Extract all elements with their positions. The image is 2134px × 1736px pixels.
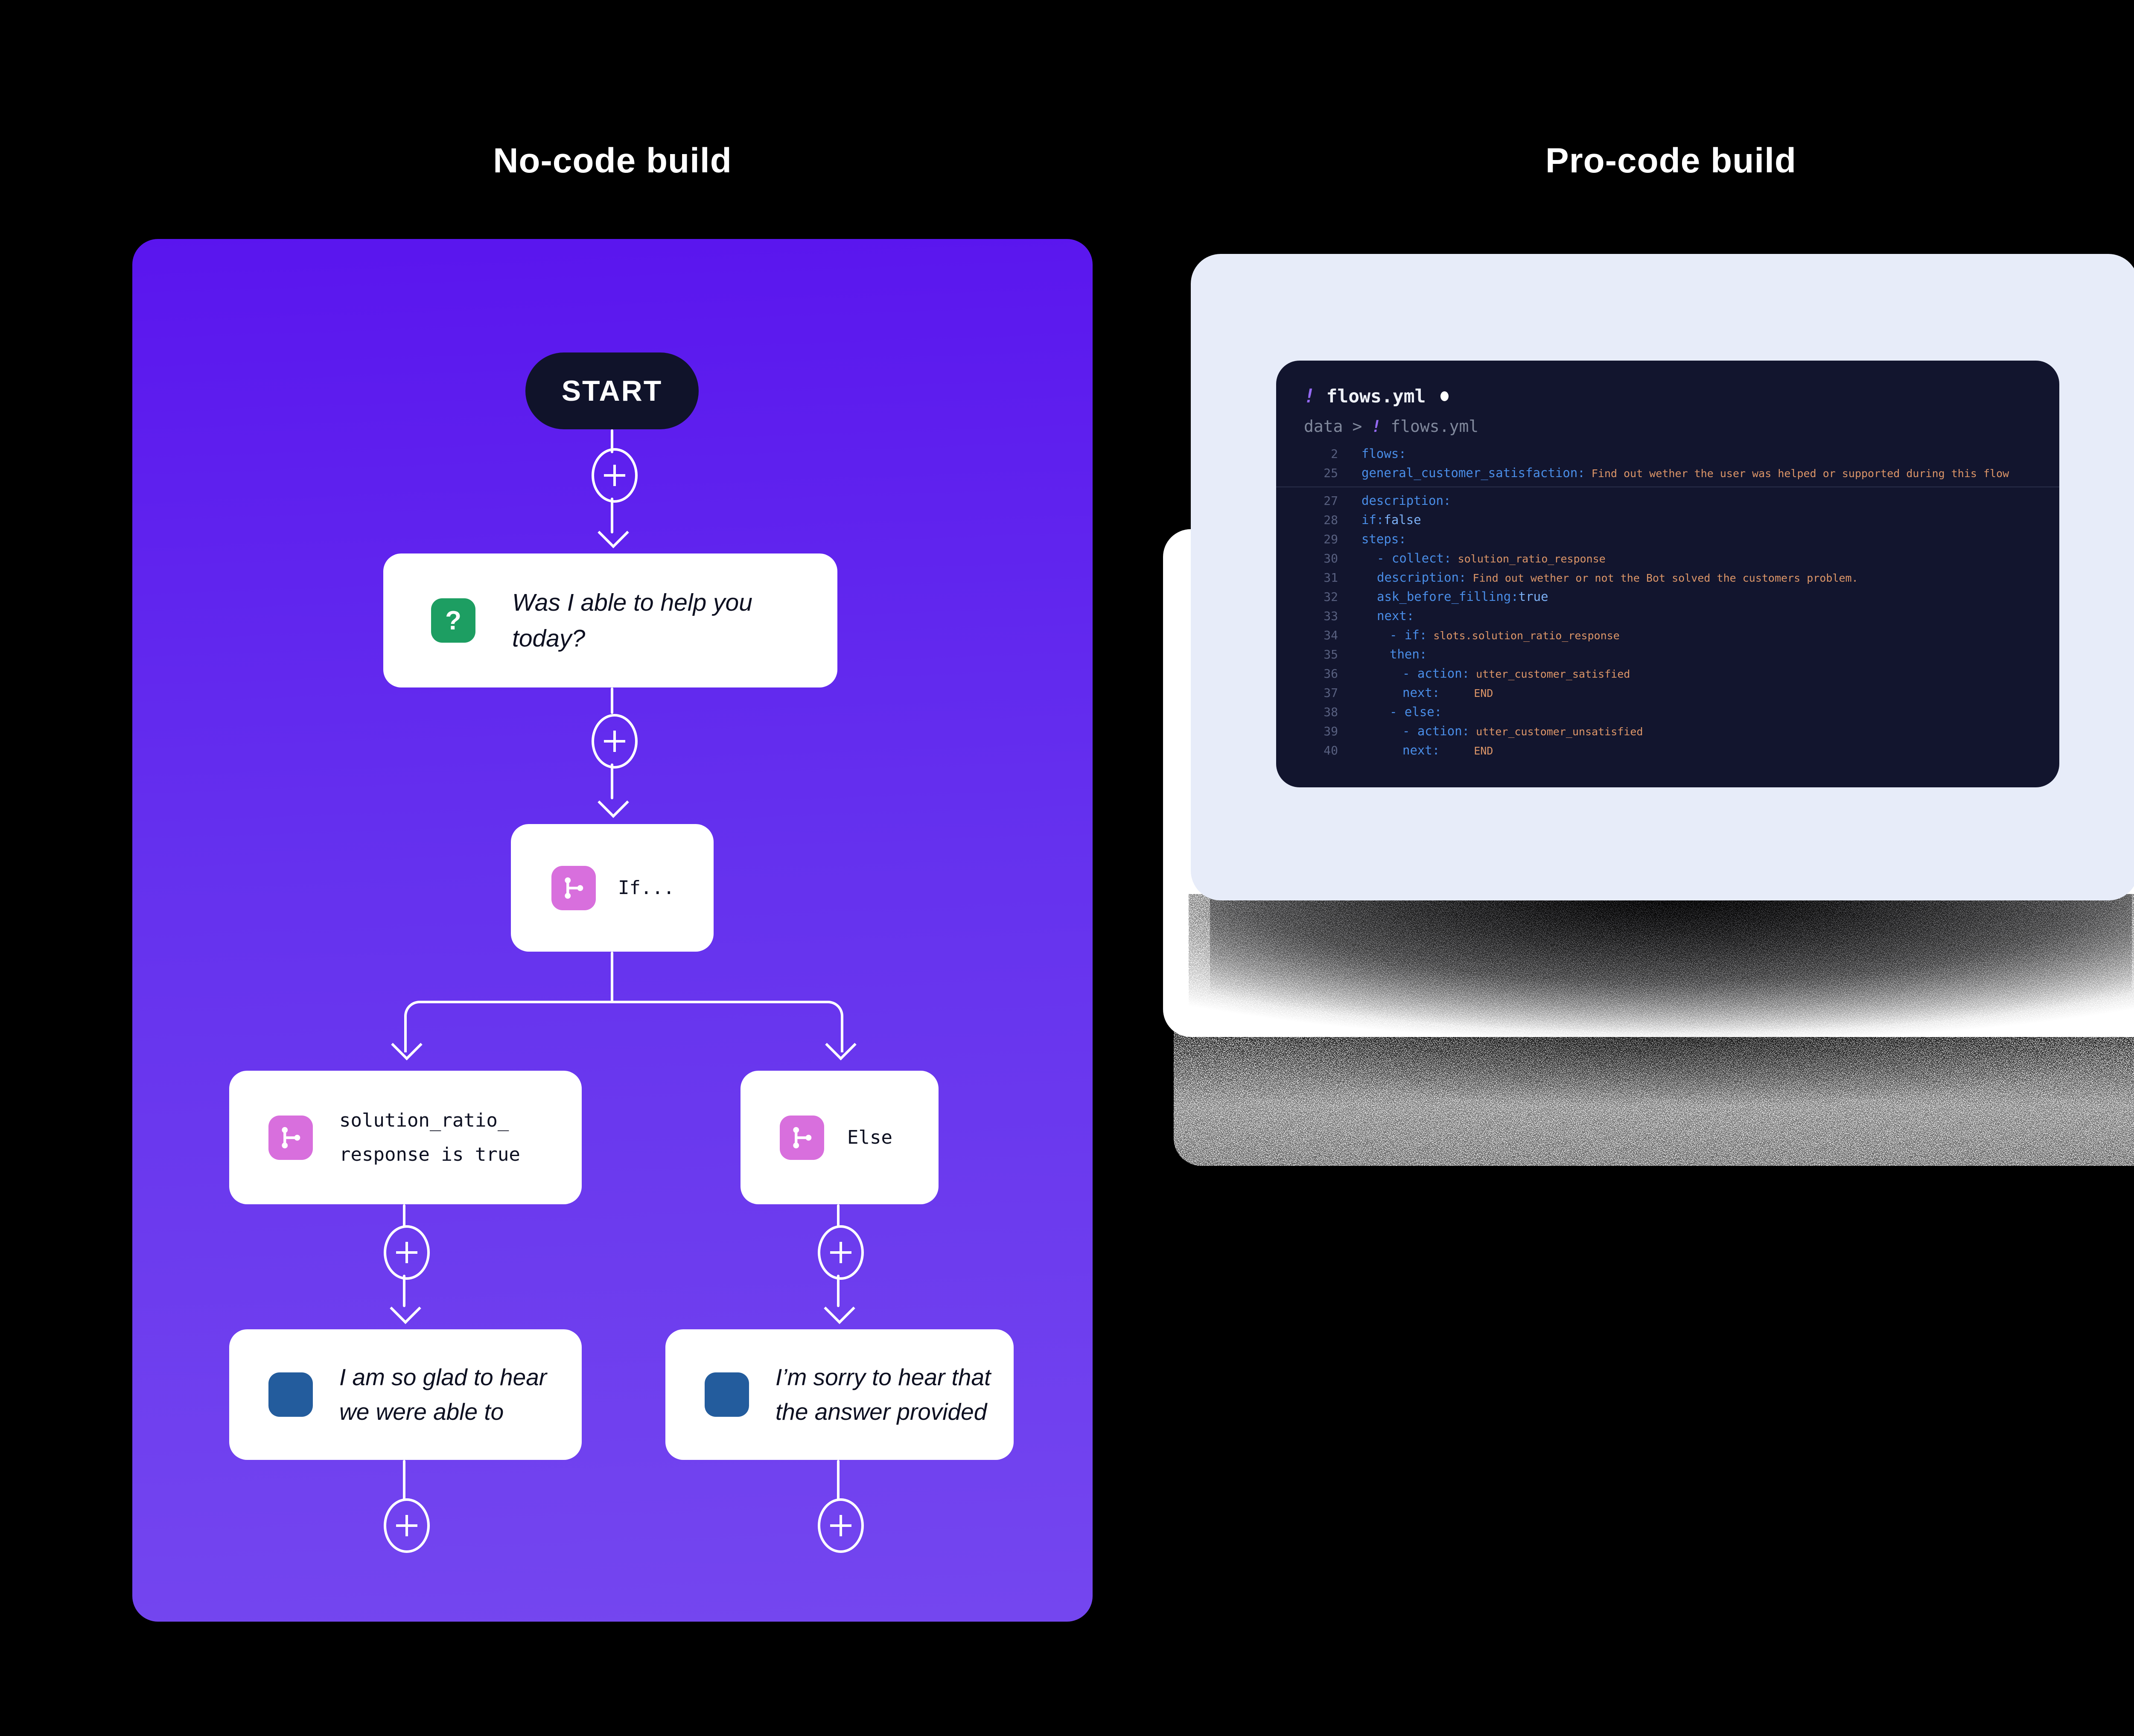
grain-texture bbox=[1189, 894, 2134, 1037]
line-number: 35 bbox=[1324, 647, 1338, 661]
line-number: 33 bbox=[1324, 609, 1338, 623]
connector-line bbox=[611, 498, 613, 533]
add-step-button[interactable] bbox=[384, 1498, 430, 1553]
breadcrumb-file: flows.yml bbox=[1391, 417, 1479, 436]
branch-icon bbox=[780, 1115, 824, 1160]
message-else-node[interactable]: I’m sorry to hear that the answer provid… bbox=[665, 1329, 1014, 1460]
grain-texture bbox=[1174, 1031, 2134, 1166]
condition-true-text: solution_ratio_ response is true bbox=[339, 1110, 520, 1165]
line-number: 31 bbox=[1324, 571, 1338, 585]
editor-tab[interactable]: ! flows.yml bbox=[1304, 385, 1449, 407]
line-number: 39 bbox=[1324, 724, 1338, 738]
line-number: 27 bbox=[1324, 494, 1338, 508]
start-node-label: START bbox=[561, 375, 663, 407]
modified-dot-icon bbox=[1440, 391, 1449, 401]
connector-line bbox=[837, 1275, 840, 1307]
message-true-node[interactable]: I am so glad to hear we were able to bbox=[229, 1329, 582, 1460]
line-number: 28 bbox=[1324, 513, 1338, 527]
message-else-text: I’m sorry to hear that the answer provid… bbox=[775, 1363, 991, 1425]
message-true-text: I am so glad to hear we were able to bbox=[339, 1363, 547, 1425]
connector-line bbox=[837, 1204, 840, 1228]
connector-line bbox=[403, 1460, 405, 1500]
right-column-title: Pro-code build bbox=[1545, 141, 1796, 180]
line-number: 32 bbox=[1324, 590, 1338, 604]
add-step-button[interactable] bbox=[384, 1225, 430, 1280]
line-number: 37 bbox=[1324, 686, 1338, 700]
breadcrumb-root: data bbox=[1304, 417, 1343, 436]
connector-line bbox=[837, 1460, 840, 1500]
add-step-button[interactable] bbox=[818, 1498, 864, 1553]
if-node-text: If... bbox=[618, 877, 675, 899]
code-line: 30- collect: solution_ratio_response bbox=[1276, 549, 2059, 568]
line-number: 36 bbox=[1324, 667, 1338, 681]
arrow-down-icon bbox=[598, 786, 629, 818]
flow-builder-canvas: START ? Was I able to help you today? If… bbox=[132, 239, 1093, 1622]
yaml-file-icon: ! bbox=[1371, 417, 1382, 436]
arrow-down-icon bbox=[598, 517, 629, 548]
condition-true-node[interactable]: solution_ratio_ response is true bbox=[229, 1071, 582, 1204]
if-node[interactable]: If... bbox=[511, 824, 714, 952]
condition-else-text: Else bbox=[847, 1126, 892, 1148]
arrow-down-icon bbox=[824, 1293, 855, 1324]
line-number: 2 bbox=[1331, 447, 1338, 461]
message-icon bbox=[705, 1372, 749, 1417]
add-step-button[interactable] bbox=[818, 1225, 864, 1280]
connector-line bbox=[403, 1275, 405, 1307]
line-number: 30 bbox=[1324, 551, 1338, 565]
connector-line bbox=[611, 763, 613, 799]
code-line: 34- if: slots.solution_ratio_response bbox=[1276, 626, 2059, 645]
code-line: 36- action: utter_customer_satisfied bbox=[1276, 664, 2059, 683]
condition-else-node[interactable]: Else bbox=[740, 1071, 939, 1204]
add-step-button[interactable] bbox=[592, 714, 638, 769]
line-number: 40 bbox=[1324, 743, 1338, 757]
add-step-button[interactable] bbox=[592, 448, 638, 503]
start-node[interactable]: START bbox=[525, 352, 699, 429]
message-icon bbox=[268, 1372, 313, 1417]
branch-icon bbox=[551, 865, 596, 910]
branch-icon bbox=[268, 1115, 313, 1160]
question-node[interactable]: ? Was I able to help you today? bbox=[383, 553, 837, 687]
code-line: 39- action: utter_customer_unsatisfied bbox=[1276, 722, 2059, 741]
branch-split-connector bbox=[404, 1001, 843, 1052]
chevron-right-icon: > bbox=[1352, 417, 1362, 436]
left-column-title: No-code build bbox=[493, 141, 732, 180]
connector-line bbox=[403, 1204, 405, 1228]
question-mark-icon: ? bbox=[431, 598, 475, 643]
connector-line bbox=[611, 429, 613, 453]
line-number: 25 bbox=[1324, 466, 1338, 480]
connector-line bbox=[611, 952, 613, 1002]
line-number: 38 bbox=[1324, 705, 1338, 719]
breadcrumb[interactable]: data > ! flows.yml bbox=[1304, 417, 1478, 436]
fold-divider bbox=[1276, 486, 2059, 487]
line-number: 29 bbox=[1324, 532, 1338, 546]
yaml-file-icon: ! bbox=[1304, 385, 1315, 407]
question-node-text: Was I able to help you today? bbox=[512, 588, 752, 652]
connector-line bbox=[611, 687, 613, 714]
arrow-down-icon bbox=[390, 1293, 421, 1324]
code-line: 38- else: bbox=[1276, 702, 2059, 722]
tab-file-name: flows.yml bbox=[1326, 385, 1426, 407]
line-number: 34 bbox=[1324, 628, 1338, 642]
